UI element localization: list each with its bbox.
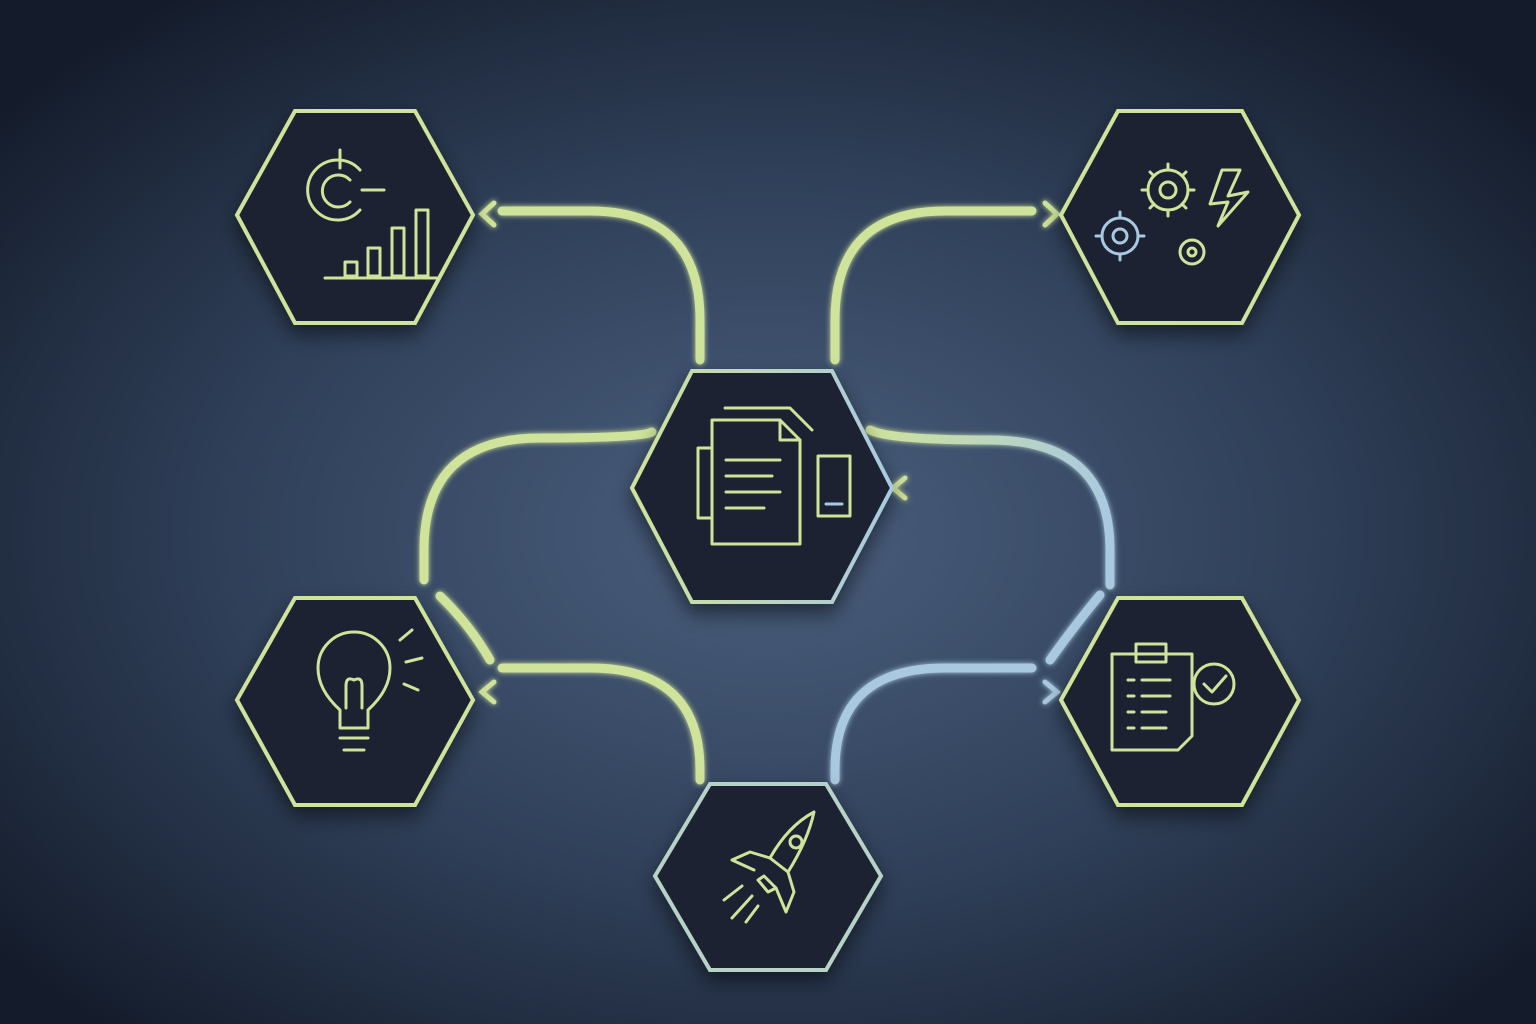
node-automation [1058,109,1302,325]
hex-checklist [1058,596,1302,807]
hex-ideas [234,596,476,807]
clipboard-check-icon [1110,642,1236,752]
lightbulb-icon [316,628,424,752]
connector-ideas-upper [435,591,495,665]
node-analytics [234,109,476,325]
gears-lightning-icon [1094,162,1250,266]
connector-launch-ideas [497,663,705,785]
node-ideas [234,596,476,807]
arrowhead-checklist [1042,679,1061,705]
rocket-icon [722,810,816,924]
arrowhead-ideas [478,679,497,705]
connector-launch-checklist [830,663,1037,785]
connectors [419,200,1115,785]
node-checklist [1058,596,1302,807]
arrowhead-analytics [478,200,497,228]
connector-documents-ideas [419,427,657,585]
connector-documents-analytics [497,206,705,365]
hex-automation [1058,109,1302,325]
chart-target-icon [306,148,440,280]
hex-documents [629,369,895,604]
node-launch [652,782,884,972]
node-documents [629,369,895,604]
connector-checklist-documents [865,425,1115,590]
arrowhead-automation [1042,200,1061,228]
hex-launch [652,782,884,972]
connector-documents-automation [830,206,1037,365]
documents-icon [696,406,852,546]
connector-checklist-upper [1045,590,1105,665]
hex-analytics [234,109,476,325]
